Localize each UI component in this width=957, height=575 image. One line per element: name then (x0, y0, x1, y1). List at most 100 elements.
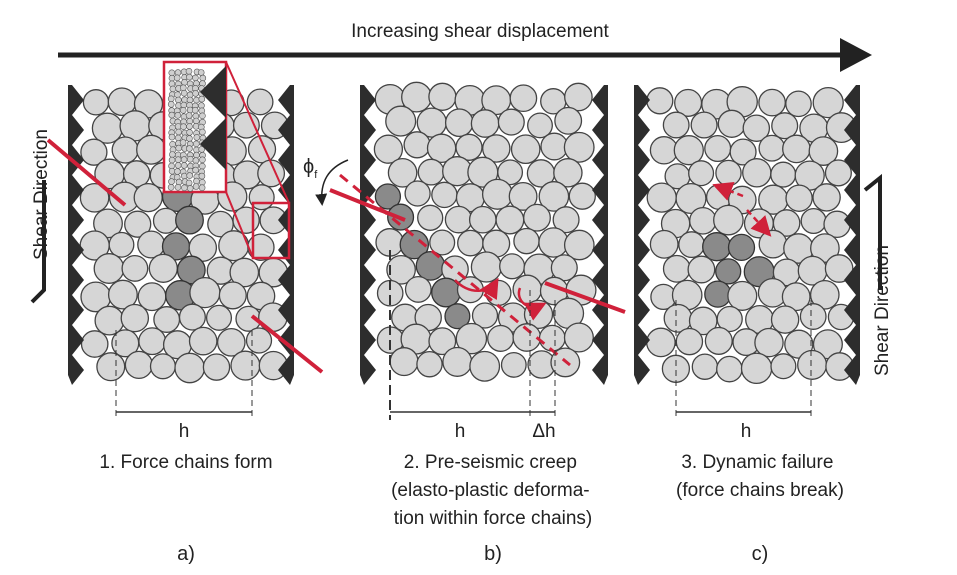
grain (742, 158, 772, 188)
grain (245, 327, 273, 354)
grain (563, 131, 595, 163)
inset-grain (198, 172, 206, 180)
inset-grain (174, 156, 182, 163)
caption-b: 2. Pre-seismic creep (elasto-plastic def… (391, 452, 595, 529)
grain (797, 349, 828, 380)
grain (124, 350, 154, 380)
grain (247, 135, 277, 164)
inset-grain (175, 134, 182, 142)
inset-grain (199, 162, 206, 170)
grain (246, 88, 274, 116)
inset-grain (199, 112, 206, 120)
grain (120, 303, 150, 333)
grain (781, 282, 811, 312)
phi-f-label: ϕf (303, 156, 318, 181)
grain (469, 350, 501, 382)
grain (553, 158, 583, 188)
grain (678, 231, 706, 259)
inset-grain (174, 184, 182, 191)
inset-grain (167, 184, 175, 191)
grain (80, 330, 109, 358)
inset-grain (180, 156, 188, 163)
force-chain-grain (399, 229, 430, 260)
h-label-c: h (741, 421, 752, 442)
force-chain-grain (444, 303, 471, 330)
grain (717, 109, 746, 138)
grain (552, 206, 580, 234)
panel-letter-c: c) (752, 543, 769, 565)
grain (455, 133, 483, 161)
inset-grain (191, 106, 199, 114)
grain (770, 353, 797, 380)
grain (770, 161, 797, 188)
grain (824, 254, 854, 283)
inset-grain (186, 172, 193, 179)
shear-direction-label-right: Shear Direction (872, 245, 893, 376)
force-chain-grain (704, 280, 732, 308)
grain (404, 275, 432, 303)
inset-grain (169, 151, 176, 158)
grain (687, 255, 716, 284)
grain (482, 134, 511, 163)
grain (649, 229, 679, 259)
grain (689, 206, 717, 235)
grain (527, 112, 553, 139)
caption-a: 1. Force chains form (99, 452, 272, 473)
grain (82, 89, 110, 116)
inset-grain (169, 141, 176, 148)
dimension-b (389, 250, 556, 420)
inset-grain (192, 166, 199, 174)
shear-displacement-label: Increasing shear displacement (351, 21, 609, 42)
inset-grain (168, 133, 176, 141)
inset-grain (199, 128, 206, 136)
dimension-a (115, 330, 253, 420)
grain (662, 111, 690, 139)
grain (563, 322, 594, 353)
grain (675, 182, 707, 215)
grain (485, 279, 512, 307)
grain (93, 208, 123, 239)
inset-grain (186, 123, 193, 130)
panel-b-force-line (315, 159, 626, 367)
grain (121, 254, 149, 282)
grain (513, 227, 540, 255)
grain (716, 305, 743, 333)
panel-a-force-line (46, 138, 324, 374)
inset-grain (186, 135, 193, 142)
grain (417, 204, 444, 231)
inset-grain (175, 144, 182, 152)
grain (540, 132, 569, 161)
grain (136, 134, 167, 165)
grain (124, 210, 152, 238)
grain (538, 324, 566, 352)
grain (808, 136, 839, 166)
inset-grain (173, 74, 181, 82)
grain (389, 347, 419, 377)
caption-c: 3. Dynamic failure (force chains break) (676, 452, 844, 501)
force-chain-grain (727, 233, 756, 262)
force-chain-grain (715, 258, 742, 285)
grain (386, 254, 416, 285)
force-chain-grain (176, 255, 206, 285)
grain (96, 352, 126, 382)
grain (444, 108, 474, 138)
grain (457, 229, 484, 257)
grain (428, 82, 457, 111)
inset-grain (174, 168, 181, 175)
grain (108, 231, 135, 258)
grain (729, 138, 757, 166)
inset-grain (174, 112, 182, 119)
grain (497, 159, 524, 186)
inset-grain (181, 184, 188, 192)
grain (800, 207, 827, 235)
grain (812, 86, 844, 119)
grain (232, 111, 260, 139)
grain (661, 354, 691, 383)
inset-grain (192, 183, 200, 190)
grain (174, 352, 206, 384)
grain (178, 303, 206, 331)
grain (675, 327, 704, 356)
grain (403, 131, 431, 159)
inset-grain (168, 111, 176, 119)
